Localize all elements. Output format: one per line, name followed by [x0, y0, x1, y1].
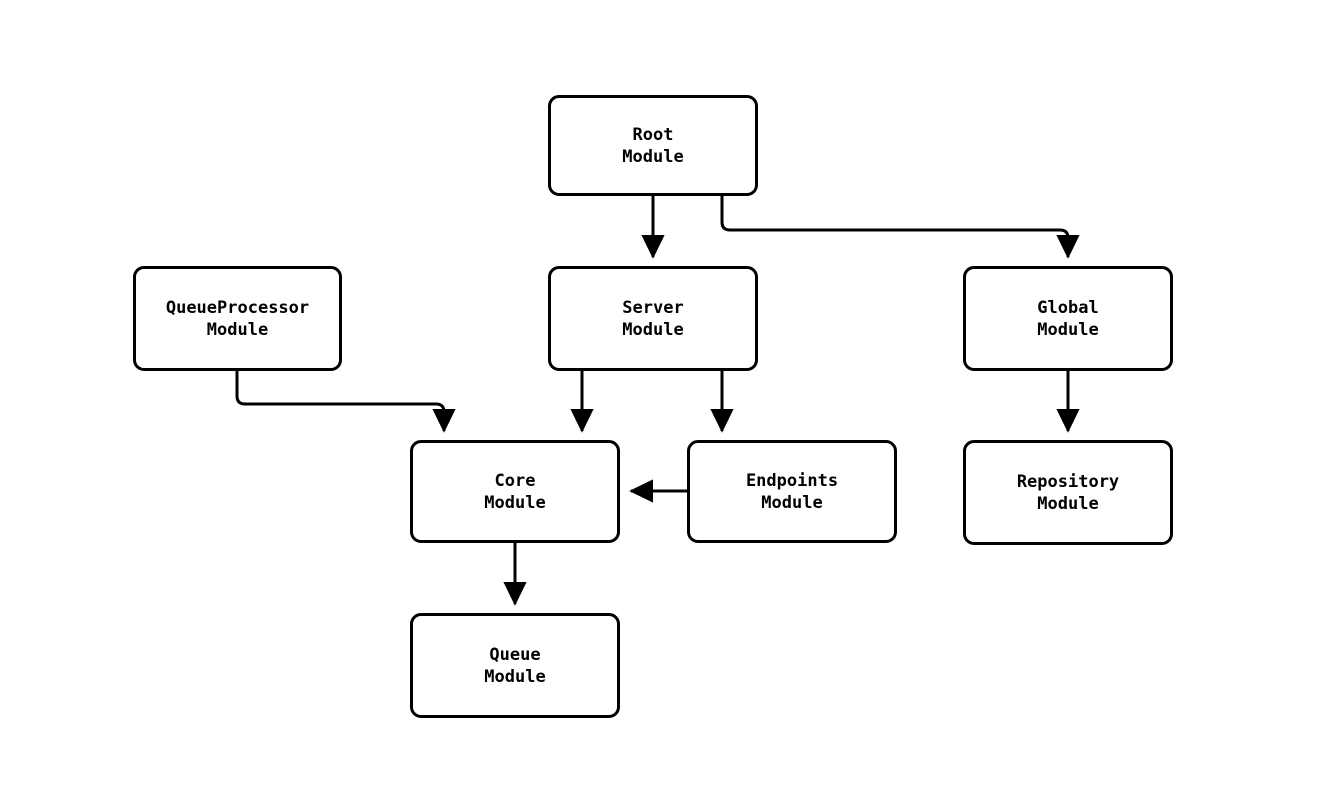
- node-server-module-line1: Server: [622, 297, 684, 318]
- node-repository-module-line1: Repository: [1016, 471, 1120, 492]
- node-queueprocessor-module-line1: QueueProcessor: [165, 297, 310, 318]
- node-global-module-line2: Module: [1037, 319, 1099, 340]
- node-root-module-line2: Module: [622, 146, 684, 167]
- node-repository-module-line2: Module: [1037, 493, 1099, 514]
- node-queueprocessor-module[interactable]: QueueProcessor Module: [133, 266, 342, 371]
- node-global-module[interactable]: Global Module: [963, 266, 1173, 371]
- node-endpoints-module-line2: Module: [761, 492, 823, 513]
- node-queue-module[interactable]: Queue Module: [410, 613, 620, 718]
- node-server-module[interactable]: Server Module: [548, 266, 758, 371]
- node-core-module-line1: Core: [494, 470, 536, 491]
- node-queue-module-line1: Queue: [489, 644, 541, 665]
- node-core-module-line2: Module: [484, 492, 546, 513]
- edge-root-to-global: [720, 196, 1080, 259]
- node-repository-module[interactable]: Repository Module: [963, 440, 1173, 545]
- node-endpoints-module[interactable]: Endpoints Module: [687, 440, 897, 543]
- node-server-module-line2: Module: [622, 319, 684, 340]
- node-endpoints-module-line1: Endpoints: [745, 470, 839, 491]
- node-queue-module-line2: Module: [484, 666, 546, 687]
- node-queueprocessor-module-line2: Module: [206, 319, 269, 340]
- node-core-module[interactable]: Core Module: [410, 440, 620, 543]
- node-root-module-line1: Root: [632, 124, 674, 145]
- edge-queueprocessor-to-core: [235, 371, 456, 433]
- node-global-module-line1: Global: [1037, 297, 1099, 318]
- node-root-module[interactable]: Root Module: [548, 95, 758, 196]
